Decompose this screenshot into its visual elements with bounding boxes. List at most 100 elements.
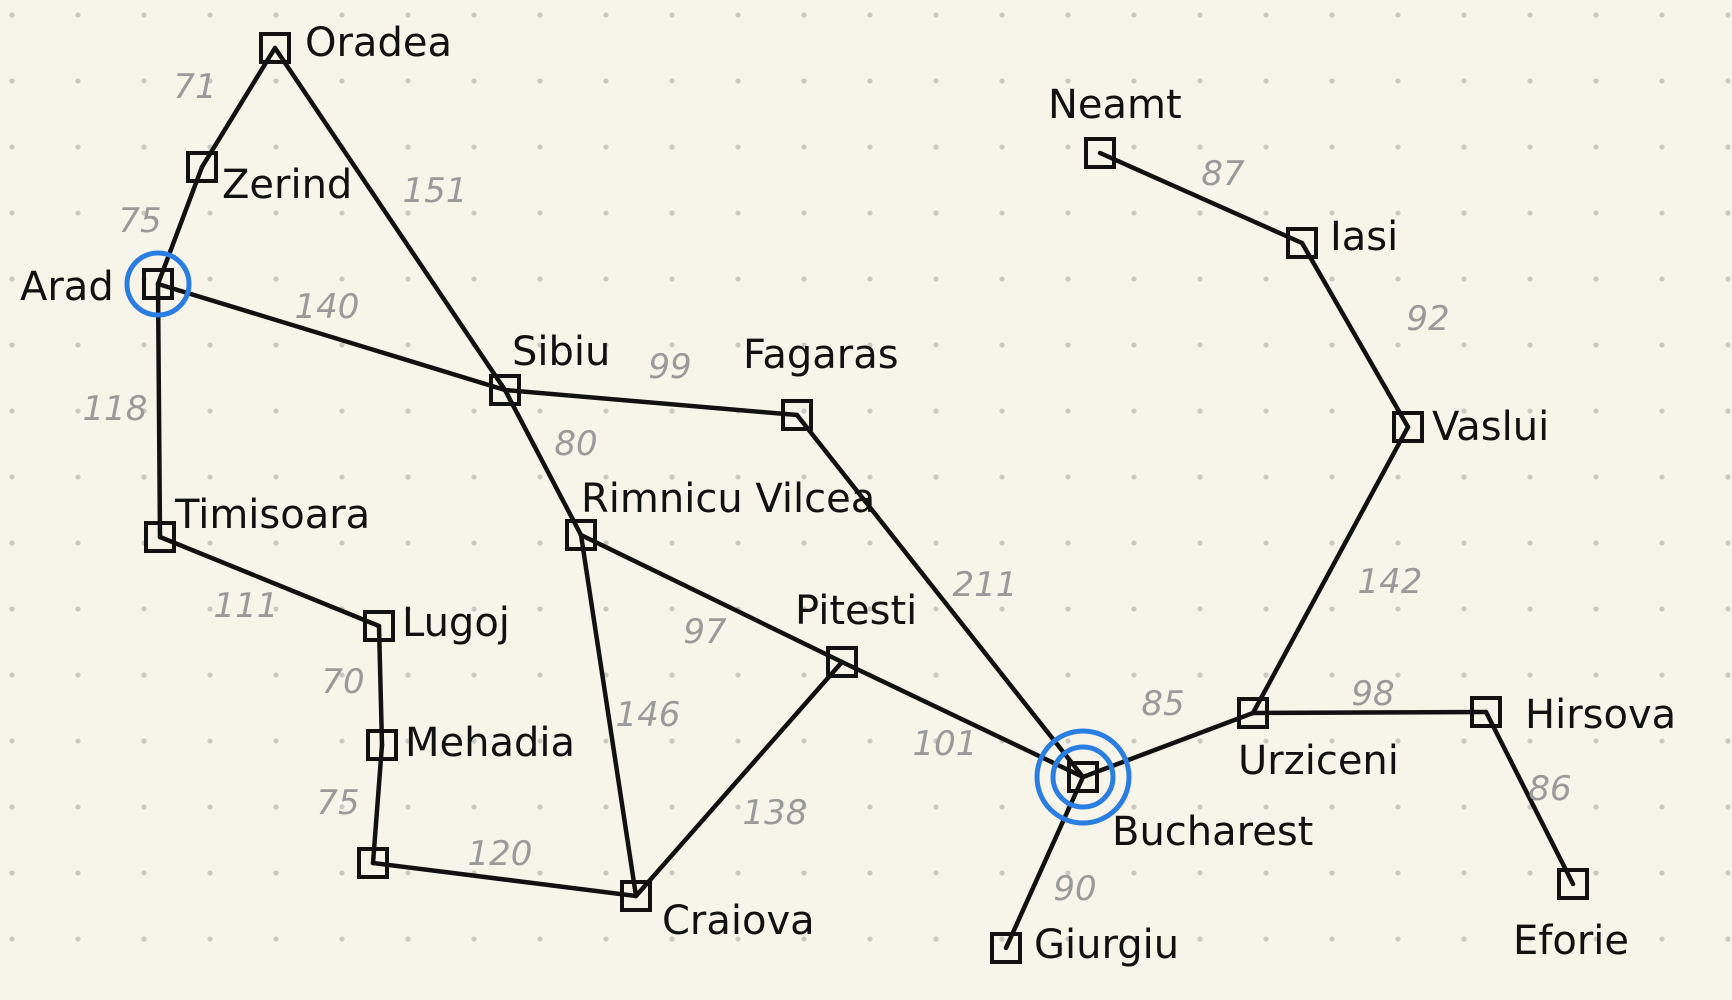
grid-dot xyxy=(1197,870,1203,876)
city-node-mehadia[interactable] xyxy=(366,729,398,761)
grid-dot xyxy=(735,342,741,348)
grid-dot xyxy=(735,210,741,216)
city-node-craiova[interactable] xyxy=(620,880,652,912)
grid-dot xyxy=(1527,342,1533,348)
city-node-zerind[interactable] xyxy=(186,151,218,183)
grid-dot xyxy=(1065,474,1071,480)
city-node-giurgiu[interactable] xyxy=(990,932,1022,964)
grid-dot xyxy=(1593,804,1599,810)
city-label-hirsova: Hirsova xyxy=(1525,692,1676,738)
grid-dot xyxy=(405,276,411,282)
grid-dot xyxy=(1461,540,1467,546)
grid-dot xyxy=(1329,672,1335,678)
grid-dot xyxy=(1263,804,1269,810)
grid-dot xyxy=(1659,936,1665,942)
city-node-drobeta[interactable] xyxy=(357,847,389,879)
grid-dot xyxy=(669,342,675,348)
grid-dot xyxy=(9,342,15,348)
distance-label-rimnicu-vilcea-pitesti: 97 xyxy=(683,612,727,652)
grid-dot xyxy=(1395,738,1401,744)
grid-dot xyxy=(999,540,1005,546)
grid-dot xyxy=(1329,342,1335,348)
grid-dot xyxy=(75,78,81,84)
grid-dot xyxy=(141,606,147,612)
grid-dot xyxy=(141,408,147,414)
city-node-oradea[interactable] xyxy=(259,32,291,64)
grid-dot xyxy=(801,342,807,348)
grid-dot xyxy=(1461,804,1467,810)
grid-dot xyxy=(669,540,675,546)
road-rimnicu-vilcea-pitesti xyxy=(578,532,845,665)
highlight-rings xyxy=(124,250,1132,826)
road-drobeta-craiova xyxy=(370,860,639,899)
grid-dot xyxy=(339,936,345,942)
grid-dot xyxy=(1395,540,1401,546)
city-node-iasi[interactable] xyxy=(1286,227,1318,259)
grid-dot xyxy=(537,540,543,546)
grid-dot xyxy=(9,672,15,678)
city-node-bucharest[interactable] xyxy=(1067,761,1099,793)
distance-label-bucharest-urziceni: 85 xyxy=(1141,684,1184,724)
grid-dot xyxy=(405,78,411,84)
grid-dot xyxy=(999,936,1005,942)
grid-dot xyxy=(1197,144,1203,150)
grid-dot xyxy=(1527,606,1533,612)
grid-dot xyxy=(1659,474,1665,480)
city-node-vaslui[interactable] xyxy=(1392,411,1424,443)
city-node-hirsova[interactable] xyxy=(1470,696,1502,728)
grid-dot xyxy=(1527,12,1533,18)
city-label-neamt: Neamt xyxy=(1048,82,1182,128)
city-node-arad[interactable] xyxy=(142,268,174,300)
grid-dot xyxy=(1725,606,1731,612)
city-node-pitesti[interactable] xyxy=(826,646,858,678)
grid-dot xyxy=(1593,144,1599,150)
grid-dot xyxy=(801,540,807,546)
grid-dot xyxy=(471,804,477,810)
grid-dot xyxy=(1725,804,1731,810)
grid-dot xyxy=(1659,870,1665,876)
distance-label-sibiu-rimnicu-vilcea: 80 xyxy=(554,424,597,464)
grid-dot xyxy=(207,606,213,612)
grid-dot xyxy=(1065,210,1071,216)
distance-label-fagaras-bucharest: 211 xyxy=(953,565,1018,605)
city-node-fagaras[interactable] xyxy=(781,399,813,431)
grid-dot xyxy=(1593,276,1599,282)
city-node-timisoara[interactable] xyxy=(144,521,176,553)
grid-dot xyxy=(999,474,1005,480)
city-node-urziceni[interactable] xyxy=(1237,697,1269,729)
grid-dot xyxy=(1197,606,1203,612)
grid-dot xyxy=(9,210,15,216)
city-node-eforie[interactable] xyxy=(1557,868,1589,900)
city-node-lugoj[interactable] xyxy=(363,610,395,642)
grid-dot xyxy=(273,672,279,678)
grid-dot xyxy=(1263,78,1269,84)
grid-dot xyxy=(273,342,279,348)
city-node-neamt[interactable] xyxy=(1084,137,1116,169)
grid-dot xyxy=(75,672,81,678)
road-iasi-neamt xyxy=(1097,150,1305,246)
grid-dot xyxy=(1131,276,1137,282)
grid-dot xyxy=(1395,144,1401,150)
city-label-rimnicu-vilcea: Rimnicu Vilcea xyxy=(581,476,875,522)
grid-dot xyxy=(1263,606,1269,612)
grid-dot xyxy=(75,936,81,942)
city-node-sibiu[interactable] xyxy=(489,374,521,406)
grid-dot xyxy=(1131,804,1137,810)
grid-dot xyxy=(141,870,147,876)
grid-dot xyxy=(1329,870,1335,876)
grid-dot xyxy=(801,408,807,414)
grid-dot xyxy=(801,210,807,216)
grid-dot xyxy=(933,870,939,876)
city-node-rimnicu-vilcea[interactable] xyxy=(565,519,597,551)
grid-dot xyxy=(75,210,81,216)
grid-dot xyxy=(405,342,411,348)
grid-dot xyxy=(735,276,741,282)
grid-dot xyxy=(471,540,477,546)
grid-dot xyxy=(471,12,477,18)
grid-dot xyxy=(471,276,477,282)
grid-dot xyxy=(735,738,741,744)
grid-dot xyxy=(207,210,213,216)
grid-dot xyxy=(1659,738,1665,744)
grid-dot xyxy=(669,408,675,414)
grid-dot xyxy=(669,738,675,744)
